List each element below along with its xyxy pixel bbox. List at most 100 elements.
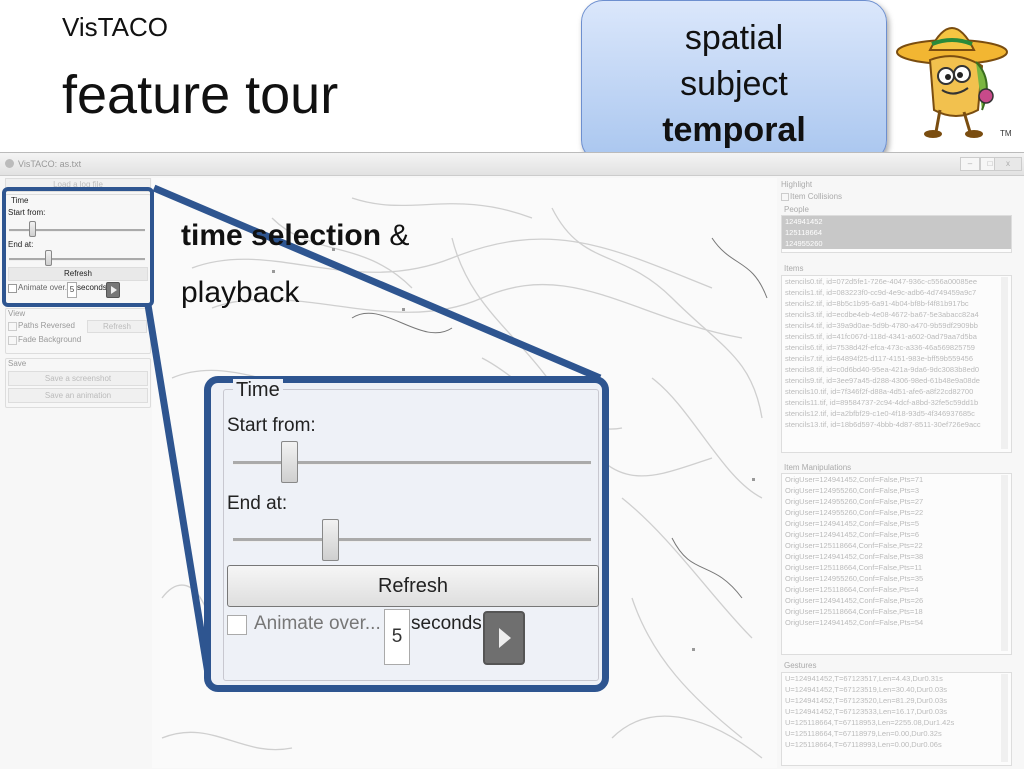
list-item[interactable]: OrigUser=125118664,Conf=False,Pts=18 [785,607,923,616]
people-item[interactable]: 125118664 [782,227,1011,238]
list-item[interactable]: stencils11.tif, id=89584737-2c94-4dcf-a8… [785,398,979,407]
caption-bold: time selection [181,219,382,252]
list-item[interactable]: stencils12.tif, id=a2bfbf29-c1e0-4f18-93… [785,409,975,418]
list-item[interactable]: OrigUser=124955260,Conf=False,Pts=35 [785,574,924,583]
play-button[interactable] [106,282,120,298]
list-item[interactable]: OrigUser=124955260,Conf=False,Pts=27 [785,497,924,506]
gestures-list[interactable]: U=124941452,T=67123517,Len=4.43,Dur0.31s… [781,672,1012,766]
people-item[interactable]: 124955260 [782,238,1011,249]
list-item[interactable]: stencils13.tif, id=18b6d597-4bbb-4d87-85… [785,420,981,429]
save-animation-button[interactable]: Save an animation [8,388,148,403]
taco-mascot-logo: TM [896,27,1012,138]
people-item[interactable]: 124941452 [782,216,1011,227]
fade-background-checkbox[interactable] [8,336,17,345]
list-item[interactable]: stencils5.tif, id=41fc067d-118d-4341-a60… [785,332,977,341]
list-item[interactable]: OrigUser=124941452,Conf=False,Pts=71 [785,475,924,484]
view-group-label: View [8,309,26,318]
list-item[interactable]: stencils0.tif, id=072d5fe1-726e-4047-936… [785,277,978,286]
end-slider-track[interactable] [9,258,145,261]
callout-line-temporal: temporal [662,111,806,149]
animate-label: Animate over... [18,283,72,292]
minimize-button[interactable]: – [960,157,980,171]
close-button[interactable]: x [994,157,1022,171]
list-item[interactable]: OrigUser=124941452,Conf=False,Pts=5 [785,519,920,528]
list-item[interactable]: stencils3.tif, id=ecdbe4eb-4e08-4672-ba6… [785,310,979,319]
list-item[interactable]: U=124941452,T=67123519,Len=30.40,Dur0.03… [785,685,948,694]
list-item[interactable]: stencils1.tif, id=083223f0-cc9d-4e9c-adb… [785,288,977,297]
list-item[interactable]: OrigUser=125118664,Conf=False,Pts=4 [785,585,919,594]
list-item[interactable]: stencils7.tif, id=64894f25-d117-4151-983… [785,354,973,363]
list-item[interactable]: OrigUser=124941452,Conf=False,Pts=38 [785,552,924,561]
zoom-animate-label: Animate over... [254,613,381,634]
caption-line2: playback [181,276,300,309]
zoom-animate-checkbox[interactable] [227,615,247,635]
list-item[interactable]: OrigUser=125118664,Conf=False,Pts=11 [785,563,923,572]
list-item[interactable]: U=125118664,T=67118979,Len=0.00,Dur0.32s [785,729,942,738]
list-item[interactable]: OrigUser=124955260,Conf=False,Pts=3 [785,486,920,495]
start-slider-track[interactable] [9,229,145,232]
animate-checkbox[interactable] [8,284,17,293]
feature-caption: time selection & playback [181,207,409,321]
list-item[interactable]: U=124941452,T=67123520,Len=81.29,Dur0.03… [785,696,948,705]
window-titlebar: VisTACO: as.txt – □ x [0,153,1024,176]
list-item[interactable]: stencils2.tif, id=8b5c1b95-6a91-4b04-bf8… [785,299,969,308]
end-at-label: End at: [8,240,34,249]
app-icon [5,159,14,168]
seconds-label: seconds [77,283,107,292]
zoom-start-from-label: Start from: [227,415,316,436]
list-item[interactable]: stencils6.tif, id=7538d42f-efca-473c-a33… [785,343,975,352]
manipulations-label: Item Manipulations [784,463,852,472]
caption-rest: & [381,219,410,252]
list-item[interactable]: stencils9.tif, id=3ee97a45-d288-4306-98e… [785,376,980,385]
slide-subtitle: VisTACO [62,12,168,42]
people-list[interactable]: 124941452 125118664 124955260 [781,215,1012,253]
zoom-play-button[interactable] [483,611,525,665]
manipulations-list[interactable]: OrigUser=124941452,Conf=False,Pts=71 Ori… [781,473,1012,655]
refresh-button[interactable]: Refresh [8,267,148,281]
dimension-callout: spatial subject temporal [581,0,887,162]
time-group-label: Time [11,196,29,205]
animate-seconds-input[interactable]: 5 [67,282,77,298]
list-item[interactable]: U=124941452,T=67123517,Len=4.43,Dur0.31s [785,674,943,683]
zoom-animate-seconds-input[interactable]: 5 [384,609,410,665]
view-refresh-button[interactable]: Refresh [87,320,147,333]
list-item[interactable]: stencils8.tif, id=c0d6bd40-95ea-421a-9da… [785,365,980,374]
zoom-start-slider-thumb[interactable] [281,441,298,483]
zoom-start-slider-track[interactable] [233,461,591,465]
list-item[interactable]: OrigUser=124941452,Conf=False,Pts=6 [785,530,920,539]
save-group [5,358,151,408]
zoom-time-group [223,389,599,681]
zoom-end-at-label: End at: [227,493,288,514]
save-screenshot-button[interactable]: Save a screenshot [8,371,148,386]
list-item[interactable]: OrigUser=125118664,Conf=False,Pts=22 [785,541,923,550]
callout-line-spatial: spatial [684,19,784,57]
list-item[interactable]: U=125118664,T=67118993,Len=0.00,Dur0.06s [785,740,942,749]
list-item[interactable]: U=125118664,T=67118953,Len=2255.08,Dur1.… [785,718,955,727]
paths-reversed-checkbox[interactable] [8,322,17,331]
gesture-paths [161,197,768,759]
items-label: Items [784,264,804,273]
zoomed-time-panel: Time Start from: End at: Refresh Animate… [204,376,609,692]
zoom-end-slider-track[interactable] [233,538,591,542]
right-info-panel: Highlight Item Collisions People 1249414… [781,178,1019,768]
start-slider-thumb[interactable] [29,221,36,237]
callout-line-subject: subject [680,65,788,103]
item-collisions-checkbox[interactable] [781,193,789,201]
end-slider-thumb[interactable] [45,250,52,266]
window-title: VisTACO: as.txt [18,159,82,169]
list-item[interactable]: OrigUser=124955260,Conf=False,Pts=22 [785,508,924,517]
list-item[interactable]: stencils4.tif, id=39a9d0ae-5d9b-4780-a47… [785,321,978,330]
list-item[interactable]: U=124941452,T=67123533,Len=16.17,Dur0.03… [785,707,948,716]
manipulations-scrollbar[interactable] [1001,475,1008,651]
start-from-label: Start from: [8,208,46,217]
list-item[interactable]: stencils10.tif, id=7f346f2f-d88a-4d51-af… [785,387,974,396]
gestures-scrollbar[interactable] [1001,674,1008,762]
items-scrollbar[interactable] [1001,277,1008,449]
list-item[interactable]: OrigUser=124941452,Conf=False,Pts=54 [785,618,924,627]
zoom-refresh-button[interactable]: Refresh [227,565,599,607]
zoom-end-slider-thumb[interactable] [322,519,339,561]
zoom-time-group-label: Time [233,379,283,402]
list-item[interactable]: OrigUser=124941452,Conf=False,Pts=26 [785,596,924,605]
items-list[interactable]: stencils0.tif, id=072d5fe1-726e-4047-936… [781,275,1012,453]
